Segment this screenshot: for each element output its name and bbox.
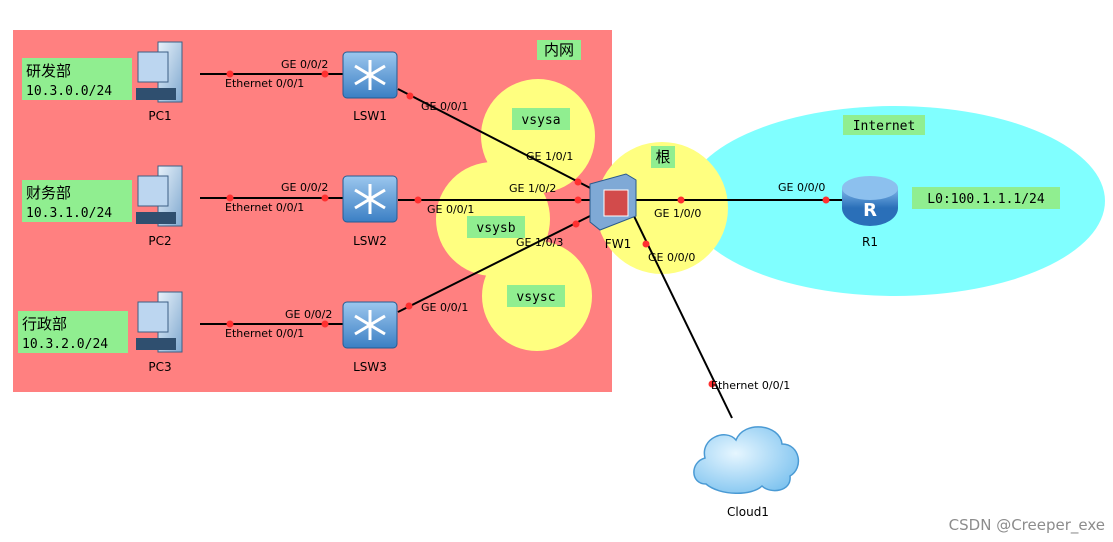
vsysc-label-bg: [507, 285, 565, 307]
internet-label-bg: [843, 115, 925, 135]
dot-pc1: [226, 70, 234, 78]
dot-cloud-eth: [708, 380, 716, 388]
cloud-icon: [693, 426, 800, 494]
internet-label: Internet: [853, 119, 916, 134]
dot-lsw1-pc: [321, 70, 329, 78]
fw1[interactable]: [589, 173, 637, 231]
lsw1[interactable]: [342, 51, 398, 99]
pc-monitor-icon: [137, 51, 169, 83]
port-fw-g100: GE 1/0/0: [654, 207, 701, 220]
lsw2-label: LSW2: [353, 234, 387, 248]
lsw1-label: LSW1: [353, 109, 387, 123]
intranet-label-bg: [537, 40, 581, 60]
port-lsw2-pc: GE 0/0/2: [281, 181, 328, 194]
dept3-bg: [18, 311, 128, 353]
dept2-name: 财务部: [26, 184, 71, 202]
dept1-bg: [22, 58, 132, 100]
port-lsw1-up: GE 0/0/1: [421, 100, 468, 113]
pc-base-icon: [136, 338, 176, 350]
pc2-label: PC2: [148, 234, 171, 248]
dept2-subnet: 10.3.1.0/24: [26, 206, 112, 221]
dot-fw-g103: [572, 220, 580, 228]
root-label-bg: [651, 146, 675, 168]
dot-pc2: [226, 194, 234, 202]
links: [200, 73, 843, 419]
port-fw-g000: GE 0/0/0: [648, 251, 695, 264]
dot-lsw3-up: [405, 302, 413, 310]
vsysb-label: vsysb: [476, 221, 515, 236]
dot-r1-g000: [822, 196, 830, 204]
router-top-icon: [842, 176, 898, 200]
pc-monitor-icon: [137, 175, 169, 207]
dot-lsw3-pc: [321, 320, 329, 328]
pc-monitor-icon: [137, 301, 169, 333]
router-letter-icon: R: [863, 200, 877, 221]
port-fw-g102: GE 1/0/2: [509, 182, 556, 195]
dot-pc3: [226, 320, 234, 328]
switch-arrows-icon: [354, 60, 386, 90]
dept2-bg: [22, 180, 132, 222]
lsw2[interactable]: [342, 175, 398, 223]
dept3-subnet: 10.3.2.0/24: [22, 337, 108, 352]
cloud1-label: Cloud1: [727, 505, 769, 519]
vsysb-label-bg: [467, 216, 525, 238]
dot-lsw2-up: [414, 196, 422, 204]
dot-fw-g000: [642, 240, 650, 248]
dot-lsw1-up: [406, 92, 414, 100]
pc-base-icon: [136, 88, 176, 100]
dept1-subnet: 10.3.0.0/24: [26, 84, 112, 99]
port-lsw3-pc: GE 0/0/2: [285, 308, 332, 321]
intranet-label: 内网: [544, 41, 574, 59]
r1-loopback: L0:100.1.1.1/24: [927, 192, 1045, 207]
dot-lsw2-pc: [321, 194, 329, 202]
port-lsw2-up: GE 0/0/1: [427, 203, 474, 216]
port-lsw3-up: GE 0/0/1: [421, 301, 468, 314]
lsw3[interactable]: [342, 301, 398, 349]
switch-arrows-icon: [354, 184, 386, 214]
pc3-label: PC3: [148, 360, 171, 374]
fw1-label: FW1: [605, 237, 631, 251]
root-zone: [596, 142, 728, 274]
watermark: CSDN @Creeper_exe: [949, 516, 1105, 535]
vsysa-label-bg: [512, 108, 570, 130]
pc3[interactable]: [136, 291, 183, 353]
switch-arrows-icon: [354, 310, 386, 340]
dot-fw-g100: [677, 196, 685, 204]
vsysa-label: vsysa: [521, 113, 560, 128]
pc2[interactable]: [136, 165, 183, 227]
port-fw-g101: GE 1/0/1: [526, 150, 573, 163]
link-lsw1-fw1: [397, 88, 599, 193]
cloud1[interactable]: [693, 426, 800, 494]
dot-fw-g102: [574, 196, 582, 204]
r1-label: R1: [862, 235, 878, 249]
dept3-name: 行政部: [22, 315, 67, 333]
dot-fw-g101: [574, 178, 582, 186]
port-pc1-eth: Ethernet 0/0/1: [225, 77, 304, 90]
pc-base-icon: [136, 212, 176, 224]
pc1-label: PC1: [148, 109, 171, 123]
lsw3-label: LSW3: [353, 360, 387, 374]
port-lsw1-pc: GE 0/0/2: [281, 58, 328, 71]
port-cloud-eth: Ethernet 0/0/1: [711, 379, 790, 392]
r1-loopback-bg: [912, 187, 1060, 209]
r1[interactable]: R: [842, 176, 898, 226]
firewall-bricks-icon: [603, 189, 629, 217]
link-dots: [226, 70, 830, 388]
link-lsw3-fw1: [397, 211, 599, 313]
root-label: 根: [655, 148, 670, 166]
port-pc3-eth: Ethernet 0/0/1: [225, 327, 304, 340]
pc1[interactable]: [136, 41, 183, 103]
port-pc2-eth: Ethernet 0/0/1: [225, 201, 304, 214]
port-fw-g103: GE 1/0/3: [516, 236, 563, 249]
port-r1-g000: GE 0/0/0: [778, 181, 825, 194]
dept1-name: 研发部: [26, 62, 71, 80]
vsysc-label: vsysc: [516, 290, 555, 305]
